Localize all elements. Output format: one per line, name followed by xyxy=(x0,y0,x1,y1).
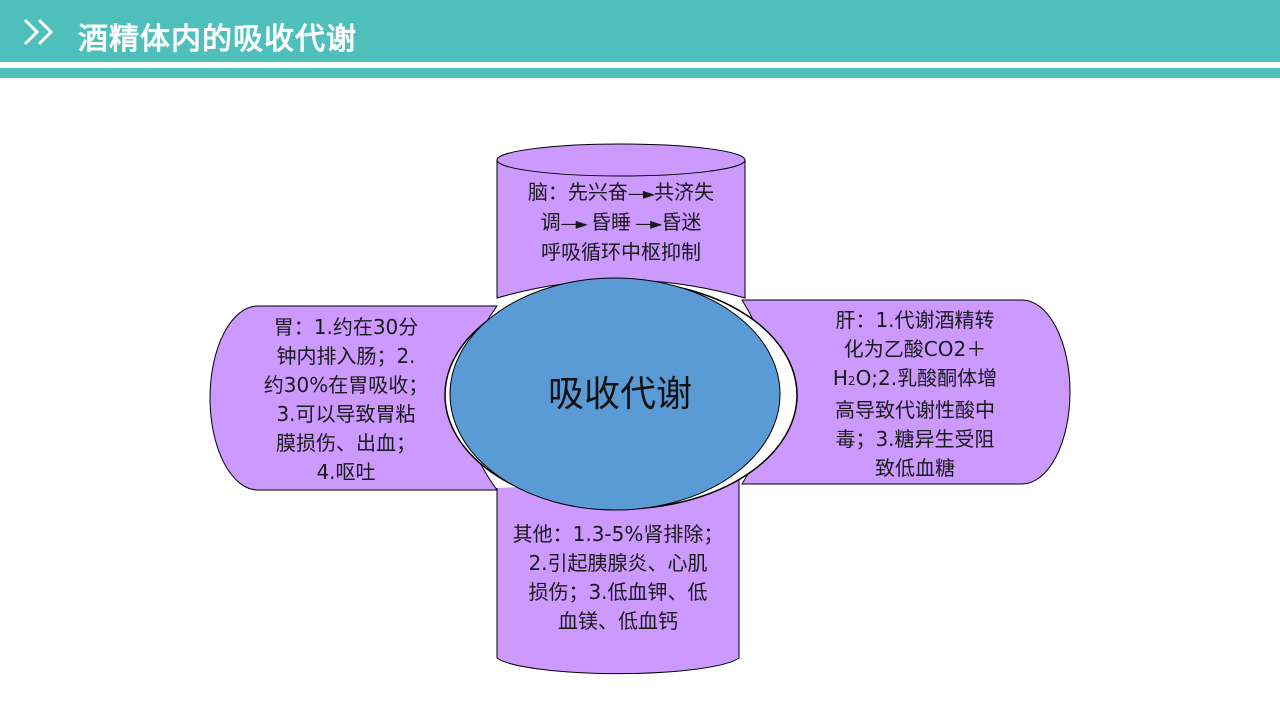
center-label: 吸收代谢 xyxy=(547,374,692,415)
right-line-sub: 2 xyxy=(847,374,856,388)
top-line-2c: 昏迷 xyxy=(661,210,702,234)
top-cylinder xyxy=(496,143,746,299)
top-line-3: 呼吸循环中枢抑制 xyxy=(541,240,701,264)
right-box-text: 肝：1.代谢酒精转 化为乙酸CO2＋ H2O;2.乳酸酮体增 高导致代谢性酸中 … xyxy=(795,306,1035,483)
right-line: 毒；3.糖异生受阻 xyxy=(835,427,995,451)
double-chevron-right-icon xyxy=(23,18,54,46)
arrow-icon: —► xyxy=(627,184,655,203)
left-line: 胃：1.约在30分 xyxy=(273,315,419,339)
slide-title: 酒精体内的吸收代谢 xyxy=(78,22,357,57)
top-line-2b: 昏睡 xyxy=(591,210,631,234)
left-line: 钟内排入肠；2. xyxy=(276,344,416,368)
top-line-1-tail: 共济失 xyxy=(654,180,715,204)
header-underline xyxy=(0,68,1280,78)
top-line-1: 脑：先兴奋 xyxy=(527,180,628,204)
left-line: 4.呕吐 xyxy=(316,460,376,484)
top-box-text: 脑：先兴奋—►共济失 调—► 昏睡 —►昏迷 呼吸循环中枢抑制 xyxy=(505,178,737,267)
header-bar xyxy=(0,0,1280,62)
bottom-line: 2.引起胰腺炎、心肌 xyxy=(528,551,708,575)
bottom-line: 其他：1.3-5%肾排除； xyxy=(512,522,724,546)
right-line: 化为乙酸CO2＋ xyxy=(843,337,987,361)
bottom-box-text: 其他：1.3-5%肾排除； 2.引起胰腺炎、心肌 损伤；3.低血钾、低 血镁、低… xyxy=(488,520,748,636)
center-ellipse xyxy=(449,277,781,511)
left-line: 3.可以导致胃粘 xyxy=(276,402,416,426)
bottom-cylinder xyxy=(496,478,740,675)
left-line: 约30%在胃吸收； xyxy=(263,373,429,397)
top-line-2a: 调 xyxy=(540,210,561,234)
bottom-line: 损伤；3.低血钾、低 xyxy=(528,580,708,604)
arrow-icon: —► xyxy=(631,214,662,233)
right-line: 肝：1.代谢酒精转 xyxy=(835,308,995,332)
arrow-icon: —► xyxy=(560,214,591,233)
bottom-line: 血镁、低血钙 xyxy=(558,609,678,633)
right-line: 致低血糖 xyxy=(875,456,955,480)
right-line-h: H xyxy=(832,366,848,390)
right-line-rest: O;2.乳酸酮体增 xyxy=(855,366,998,390)
right-line: 高导致代谢性酸中 xyxy=(835,398,995,422)
left-box-text: 胃：1.约在30分 钟内排入肠；2. 约30%在胃吸收； 3.可以导致胃粘 膜损… xyxy=(248,313,444,487)
left-line: 膜损伤、出血； xyxy=(276,431,416,455)
